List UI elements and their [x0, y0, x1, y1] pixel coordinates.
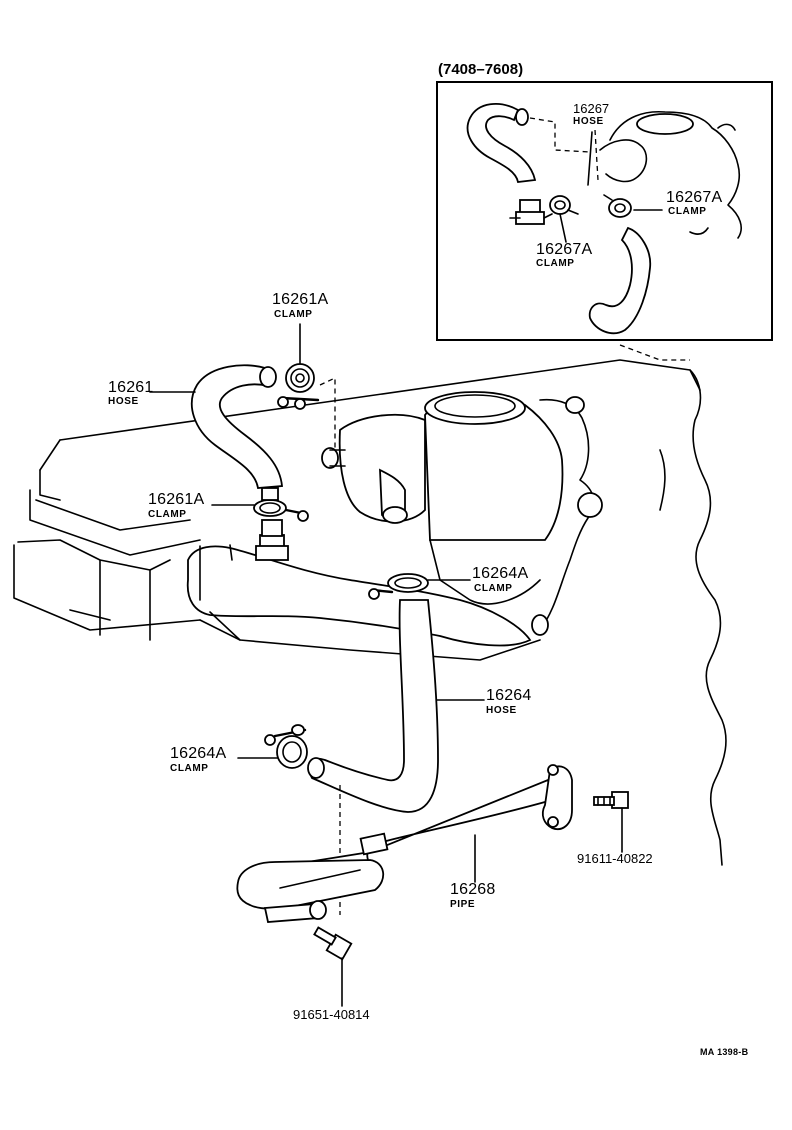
callout-16264-name: HOSE: [486, 705, 517, 716]
clamp-16264a-lower: [264, 724, 308, 769]
callout-16264a-upper-name: CLAMP: [474, 583, 513, 594]
inset-callout-16267a-left-name: CLAMP: [536, 258, 575, 269]
pipe-16268: [236, 764, 573, 923]
callout-bolt-91651-40814: 91651-40814: [293, 1007, 370, 1022]
clamp-16264a-upper: [368, 573, 429, 600]
inset-callout-16267-name: HOSE: [573, 116, 604, 127]
callout-16261a-lower-name: CLAMP: [148, 509, 187, 520]
engine-lower-body: [199, 619, 541, 661]
inset-vacuum-fitting: [509, 199, 553, 225]
inset-hose-lower: [588, 226, 652, 335]
callout-16261-name: HOSE: [108, 396, 139, 407]
inset-clamp-left: [549, 195, 579, 215]
inset-engine-housing: [599, 110, 742, 239]
inset-callout-16267a-right-name: CLAMP: [668, 206, 707, 217]
callout-16268-part: 16268: [450, 881, 496, 898]
engine-right-outline: [659, 369, 727, 866]
inset-leader-16267a-left: [559, 213, 567, 243]
inset-callout-16267a-right-part: 16267A: [666, 189, 723, 206]
callout-16264a-lower-part: 16264A: [170, 745, 227, 762]
inset-frame: [436, 81, 773, 341]
callout-16261a-upper-name: CLAMP: [274, 309, 313, 320]
engine-throttle-body: [321, 391, 603, 636]
callout-16264a-upper-part: 16264A: [472, 565, 529, 582]
bolt-91611-40822: [593, 791, 629, 809]
inset-callout-16267-part: 16267: [573, 101, 610, 116]
inset-hose-upper: [466, 103, 537, 183]
clamp-16261a-lower: [253, 487, 309, 522]
inset-guide-line-1: [529, 117, 591, 153]
callout-16261a-upper-part: 16261A: [272, 291, 329, 308]
callout-bolt-91611-40822: 91611-40822: [577, 851, 653, 866]
engine-valve-cover: [13, 359, 701, 641]
callout-16261a-lower-part: 16261A: [148, 491, 205, 508]
callout-16261-part: 16261: [108, 379, 154, 396]
inset-header: (7408–7608): [438, 61, 524, 78]
guide-line-upper-clamp: [319, 376, 336, 450]
engine-intake-plenum: [186, 544, 532, 647]
bolt-91651-40814: [313, 926, 353, 961]
clamp-16261a-upper: [277, 363, 320, 410]
hose-16264: [307, 599, 439, 813]
hose-16261: [190, 364, 283, 489]
pcv-valve: [255, 519, 289, 561]
inset-callout-16267a-left-part: 16267A: [536, 241, 593, 258]
callout-16264a-lower-name: CLAMP: [170, 763, 209, 774]
inset-leader-16267: [587, 131, 593, 186]
inset-clamp-right: [603, 194, 632, 218]
figure-code: MA 1398-B: [700, 1047, 749, 1057]
inset-reference-line: [619, 344, 690, 361]
callout-16264-part: 16264: [486, 687, 532, 704]
inset-guide-line-2: [594, 129, 599, 181]
callout-16268-name: PIPE: [450, 899, 476, 910]
